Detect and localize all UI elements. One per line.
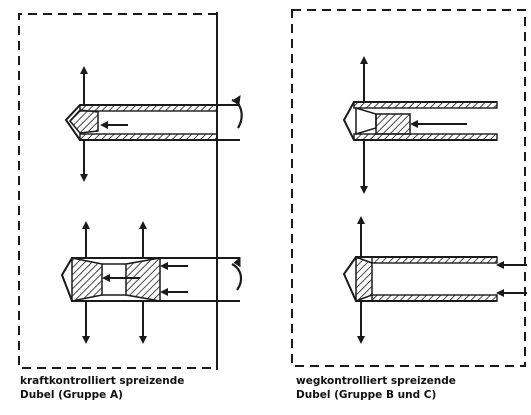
right-caption-line2: Dubel (Gruppe B und C) <box>296 389 437 401</box>
left-caption-line2: Dubel (Gruppe A) <box>20 389 123 401</box>
left-bottom-anchor <box>60 221 243 344</box>
right-caption: wegkontrolliert spreizende Dubel (Gruppe… <box>296 374 456 402</box>
left-panel <box>18 12 243 370</box>
right-concrete-outline <box>291 9 526 367</box>
right-caption-line1: wegkontrolliert spreizende <box>296 375 456 387</box>
right-panel <box>291 9 527 367</box>
left-caption: kraftkontrolliert spreizende Dubel (Grup… <box>20 374 184 402</box>
left-top-anchor <box>64 66 243 182</box>
right-bottom-anchor <box>342 216 527 344</box>
left-caption-line1: kraftkontrolliert spreizende <box>20 375 185 387</box>
left-concrete-outline <box>18 13 217 369</box>
right-top-anchor <box>342 56 498 194</box>
